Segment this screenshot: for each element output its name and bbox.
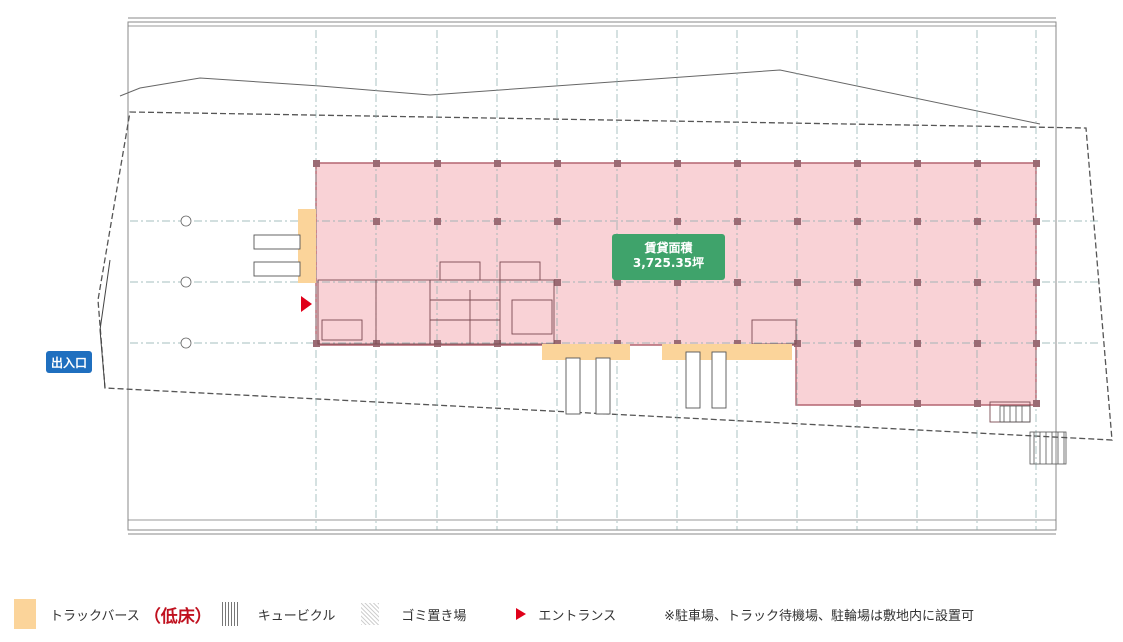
rental-area-value: 3,725.35坪: [632, 256, 705, 270]
legend-cubicle: キュービクル: [257, 608, 336, 624]
legend-truck-berth: トラックバース: [50, 608, 140, 624]
legend-low-floor: （低床）: [143, 606, 212, 627]
entrance-marker-icon: [301, 296, 312, 312]
legend-note: ※駐車場、トラック待機場、駐輪場は敷地内に設置可: [664, 608, 974, 624]
legend: トラックバース （低床） キュービクル ゴミ置き場 エントランス ※駐車場、トラ…: [14, 599, 974, 629]
floor-plan: [97, 17, 1113, 535]
rental-area-badge: 賃貸面積 3,725.35坪: [612, 234, 725, 280]
trash-swatch: [361, 603, 380, 625]
entrance-exit-badge: 出入口: [46, 351, 92, 373]
rental-area-title: 賃貸面積: [644, 241, 693, 255]
legend-entrance: エントランス: [538, 608, 617, 624]
cubicle-swatch: [221, 602, 240, 626]
entrance-legend-icon: [516, 608, 527, 620]
legend-trash: ゴミ置き場: [401, 608, 467, 624]
truck-berth-swatch: [14, 599, 36, 629]
